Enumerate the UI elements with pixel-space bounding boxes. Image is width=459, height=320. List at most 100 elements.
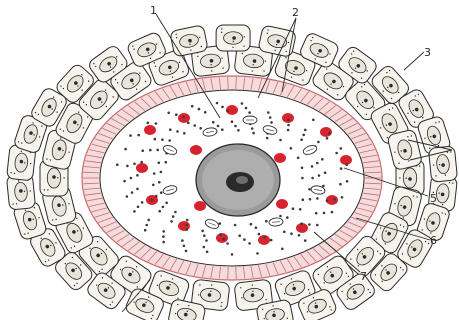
yolk-granule xyxy=(185,224,188,227)
cell-granule xyxy=(406,178,407,179)
yolk-granule xyxy=(283,231,286,234)
yolk-granule xyxy=(144,229,147,232)
yolk-granule xyxy=(292,207,295,210)
cell-granule xyxy=(232,47,233,48)
yolk-granule xyxy=(301,167,304,170)
yolk-granule xyxy=(322,185,325,188)
yolk-granule xyxy=(160,171,163,174)
cortical-granule xyxy=(320,127,332,137)
yolk-granule xyxy=(185,228,188,231)
yolk-granule xyxy=(182,116,185,119)
yolk-granule xyxy=(279,215,282,218)
yolk-granule xyxy=(258,233,261,236)
cortical-granule xyxy=(190,145,202,155)
yolk-granule xyxy=(341,196,344,199)
striation xyxy=(236,77,237,89)
yolk-granule xyxy=(137,206,140,209)
yolk-granule xyxy=(269,116,272,119)
yolk-granule xyxy=(231,120,234,123)
yolk-granule xyxy=(265,220,268,223)
yolk-granule xyxy=(312,119,315,122)
yolk-granule xyxy=(154,138,157,141)
yolk-granule xyxy=(191,105,194,108)
yolk-granule xyxy=(185,250,188,253)
yolk-granule xyxy=(162,206,165,209)
yolk-granule xyxy=(206,251,209,254)
yolk-granule xyxy=(321,158,324,161)
yolk-granule xyxy=(309,198,312,201)
yolk-granule xyxy=(300,222,303,225)
cortical-granule xyxy=(178,221,190,231)
yolk-granule xyxy=(290,147,293,150)
yolk-granule xyxy=(300,138,303,141)
yolk-granule xyxy=(124,148,127,151)
cell-nucleolus xyxy=(408,177,412,181)
yolk-granule xyxy=(270,121,273,124)
yolk-granule xyxy=(147,219,150,222)
yolk-granule xyxy=(308,223,311,226)
yolk-granule xyxy=(324,171,327,174)
yolk-granule xyxy=(158,162,161,165)
cell-granule xyxy=(399,177,400,178)
yolk-granule xyxy=(203,234,206,237)
cortical-granule xyxy=(274,153,286,163)
yolk-granule xyxy=(140,161,143,164)
yolk-granule xyxy=(158,210,161,213)
mitochondrion xyxy=(243,116,257,124)
yolk-granule xyxy=(141,149,144,152)
yolk-granule xyxy=(193,124,196,127)
yolk-granule xyxy=(116,163,119,166)
yolk-granule xyxy=(302,198,305,201)
yolk-granule xyxy=(302,134,305,137)
cortical-granule xyxy=(282,113,294,123)
yolk-granule xyxy=(304,129,307,132)
yolk-granule xyxy=(238,234,241,237)
yolk-granule xyxy=(298,234,301,237)
yolk-granule xyxy=(304,239,307,242)
yolk-granule xyxy=(168,139,171,142)
cell-granule xyxy=(243,45,244,46)
follicular-cell xyxy=(428,146,457,182)
yolk-granule xyxy=(241,102,244,105)
yolk-granule xyxy=(290,232,293,235)
yolk-granule xyxy=(245,107,248,110)
yolk-granule xyxy=(162,235,165,238)
yolk-granule xyxy=(150,199,153,202)
yolk-granule xyxy=(198,108,201,111)
yolk-granule xyxy=(234,224,237,227)
yolk-granule xyxy=(162,241,165,244)
follicular-cell xyxy=(216,25,250,51)
yolk-granule xyxy=(264,236,267,239)
yolk-granule xyxy=(174,211,177,214)
cell-nucleolus xyxy=(52,175,56,179)
yolk-granule xyxy=(340,167,343,170)
nucleus xyxy=(196,144,280,216)
yolk-granule xyxy=(203,246,206,249)
cell-granule xyxy=(47,189,48,190)
yolk-granule xyxy=(251,127,254,130)
yolk-granule xyxy=(323,212,326,215)
yolk-granule xyxy=(345,163,348,166)
yolk-granule xyxy=(346,180,349,183)
yolk-granule xyxy=(315,212,318,215)
yolk-granule xyxy=(130,177,133,180)
yolk-granule xyxy=(221,106,224,109)
yolk-granule xyxy=(333,198,336,201)
yolk-granule xyxy=(231,253,234,256)
yolk-granule xyxy=(187,122,190,125)
yolk-granule xyxy=(175,113,178,116)
yolk-granule xyxy=(287,119,290,122)
yolk-granule xyxy=(147,122,150,125)
yolk-granule xyxy=(167,112,170,115)
yolk-granule xyxy=(243,238,246,241)
cell-granule xyxy=(221,28,222,29)
yolk-granule xyxy=(297,157,300,160)
striation xyxy=(228,77,229,89)
yolk-granule xyxy=(162,230,165,233)
yolk-granule xyxy=(317,141,320,144)
cortical-granule xyxy=(276,199,288,209)
yolk-granule xyxy=(123,180,126,183)
yolk-granule xyxy=(186,219,189,222)
yolk-granule xyxy=(133,210,136,213)
